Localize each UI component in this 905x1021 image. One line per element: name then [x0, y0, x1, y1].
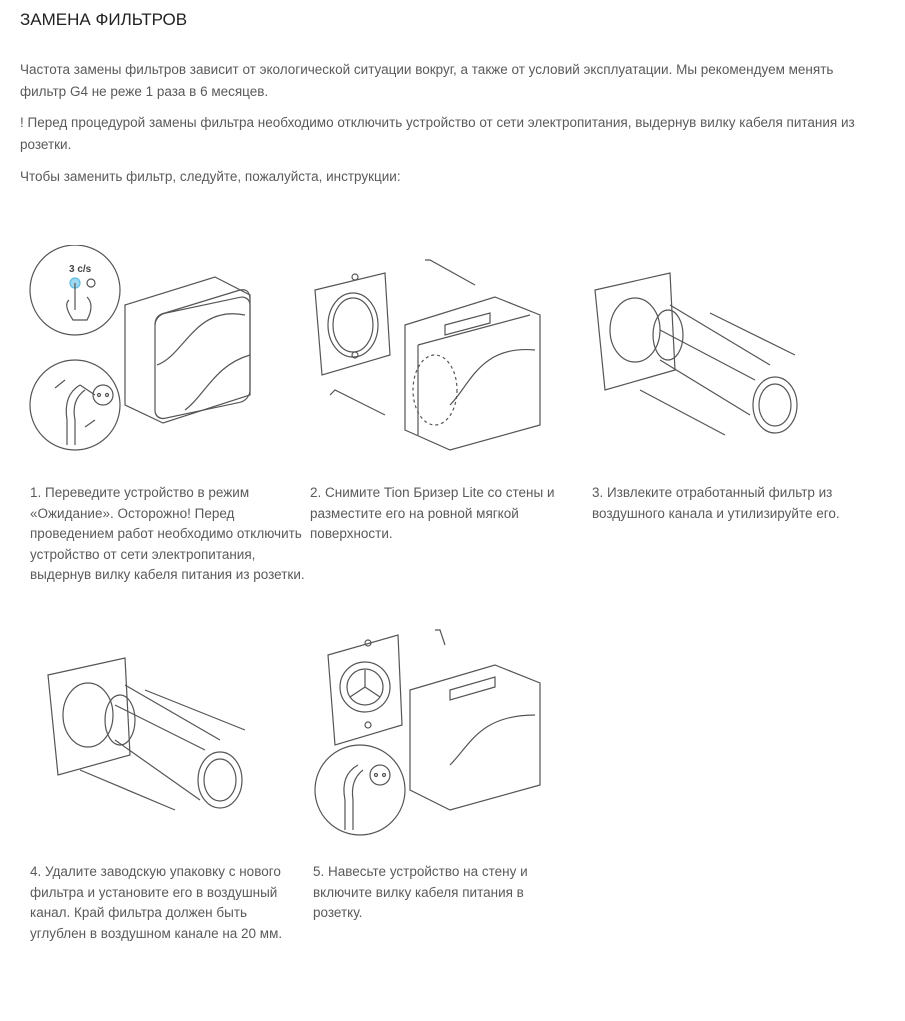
arrow-icon — [54, 379, 96, 428]
filter-duct-icon — [114, 684, 221, 801]
step-5-caption: 5. Навесьте устройство на стену и включи… — [313, 864, 528, 920]
standby-label: 3 с/s — [69, 264, 92, 275]
arrow-icon — [435, 629, 446, 646]
device-box-icon — [404, 296, 541, 451]
arrow-icon — [329, 259, 476, 416]
arrow-icon — [79, 689, 246, 811]
step-3-illustration — [594, 272, 798, 436]
filter-duct-icon — [659, 304, 771, 416]
instructions-lead: Чтобы заменить фильтр, следуйте, пожалуй… — [20, 169, 401, 184]
step-3-caption: 3. Извлеките отработанный фильтр из возд… — [592, 485, 840, 521]
device-box-icon — [124, 276, 251, 424]
step-5-illustration — [314, 629, 541, 836]
step-1-caption: 1. Переведите устройство в режим «Ожидан… — [30, 485, 305, 582]
step-4-illustration — [47, 657, 246, 811]
wall-plate-icon — [327, 634, 403, 746]
step-1-illustration: 3 с/s — [29, 245, 251, 451]
hand-icon — [66, 283, 92, 321]
intro-paragraph: Частота замены фильтров зависит от эколо… — [20, 62, 834, 99]
page-title: ЗАМЕНА ФИЛЬТРОВ — [20, 10, 188, 29]
step-4-caption: 4. Удалите заводскую упаковку с нового ф… — [30, 864, 283, 941]
plug-callout-icon — [314, 744, 406, 836]
wall-plate-icon — [594, 272, 676, 391]
step-2-caption: 2. Снимите Tion Бризер Lite со стены и р… — [310, 485, 555, 541]
wall-plate-icon — [47, 657, 131, 776]
arrow-icon — [639, 312, 796, 436]
wall-plate-icon — [314, 272, 391, 376]
device-box-icon — [409, 664, 541, 811]
step-2-illustration — [314, 259, 541, 451]
warning-paragraph: ! Перед процедурой замены фильтра необхо… — [20, 115, 855, 152]
